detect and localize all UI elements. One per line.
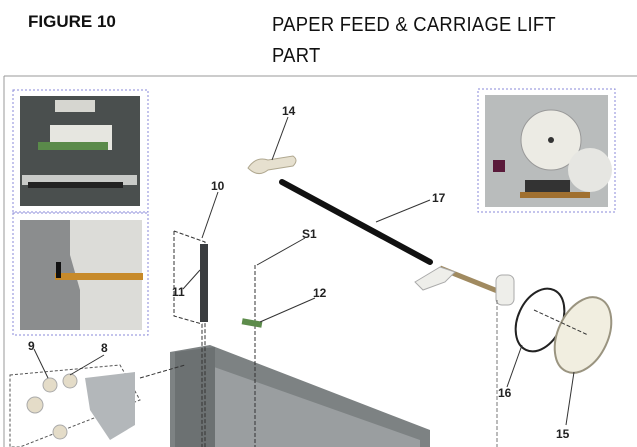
carriage-frame: [170, 345, 430, 447]
rollers-assembly: [9, 364, 186, 447]
photo-inset-middle-left: [12, 212, 149, 336]
callout-9: 9: [28, 339, 35, 353]
figure-title: PAPER FEED & CARRIAGE LIFT PART: [272, 10, 556, 72]
callout-16: 16: [498, 386, 512, 400]
photo-inset-top-right: [477, 88, 616, 213]
leader-lines: [33, 116, 575, 426]
title-line-2: PART: [272, 45, 321, 67]
figure-label: FIGURE 10: [28, 12, 116, 31]
callout-8: 8: [101, 341, 108, 355]
callout-15: 15: [556, 427, 570, 441]
callout-17: 17: [432, 191, 446, 205]
title-line-1: PAPER FEED & CARRIAGE LIFT: [272, 14, 556, 36]
photo-inset-top-left: [12, 89, 149, 213]
callout-12: 12: [313, 286, 327, 300]
callout-10: 10: [211, 179, 225, 193]
paper-feed-shaft: [247, 155, 515, 447]
callout-11: 11: [172, 285, 185, 299]
lever-part-10-11: [173, 230, 208, 447]
sensor-part-12: [241, 265, 263, 447]
callout-14: 14: [282, 104, 296, 118]
belt-and-gear: [514, 287, 613, 374]
callout-s1: S1: [302, 227, 317, 241]
